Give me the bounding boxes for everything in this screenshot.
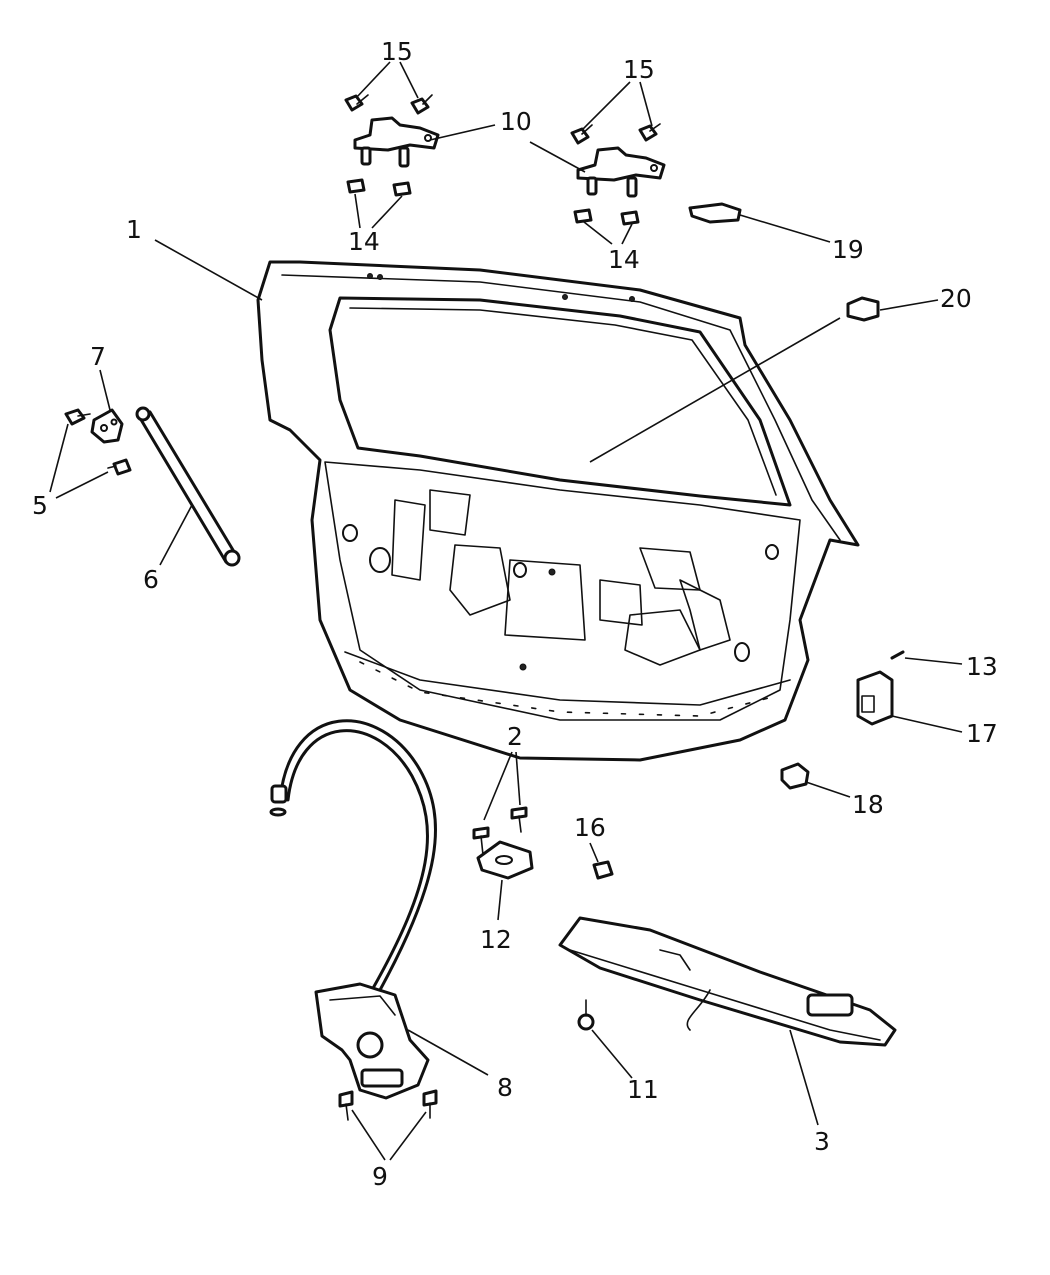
liftgate-panel: [256, 260, 860, 762]
callout-5: 5: [32, 491, 48, 520]
release-cable: [269, 719, 437, 992]
callout-18: 18: [852, 790, 884, 819]
hinge-nuts: [346, 178, 640, 226]
callout-11: 11: [627, 1075, 659, 1104]
switch: [856, 670, 894, 726]
hinge-bolts: [344, 94, 661, 145]
hinge-left: [353, 116, 440, 168]
callout-15-left: 15: [381, 37, 413, 66]
callout-2: 2: [507, 722, 523, 751]
gas-prop: [135, 406, 241, 567]
nut: [592, 860, 614, 880]
leader-lines: [49, 61, 963, 1161]
callout-15-right: 15: [623, 55, 655, 84]
handle-lamp-assembly: [558, 916, 897, 1047]
bumper-block: [846, 296, 880, 322]
callout-16: 16: [574, 813, 606, 842]
callout-12: 12: [480, 925, 512, 954]
striker: [476, 840, 534, 880]
screw: [890, 650, 905, 660]
callout-9: 9: [372, 1162, 388, 1191]
handle-bolt: [577, 999, 595, 1031]
hinge-right: [576, 146, 666, 198]
callout-14-right: 14: [608, 245, 640, 274]
callout-1: 1: [126, 215, 142, 244]
striker-bolts: [472, 806, 528, 856]
callout-19: 19: [832, 235, 864, 264]
latch-assembly: [314, 982, 430, 1100]
callout-labels: 1 2 3 5 6 7 8 9 10 11 12 13 14 14 15 15 …: [32, 37, 998, 1191]
latch-screws: [338, 1089, 438, 1121]
callout-8: 8: [497, 1073, 513, 1102]
callout-17: 17: [966, 719, 998, 748]
callout-10: 10: [500, 107, 532, 136]
callout-6: 6: [143, 565, 159, 594]
callout-3: 3: [814, 1127, 830, 1156]
callout-7: 7: [90, 342, 106, 371]
callout-13: 13: [966, 652, 998, 681]
prop-bracket: [90, 408, 124, 444]
bumper: [780, 762, 810, 790]
callout-20: 20: [940, 284, 972, 313]
bracket-bolts: [64, 408, 132, 476]
pad: [688, 202, 742, 224]
callout-14-left: 14: [348, 227, 380, 256]
